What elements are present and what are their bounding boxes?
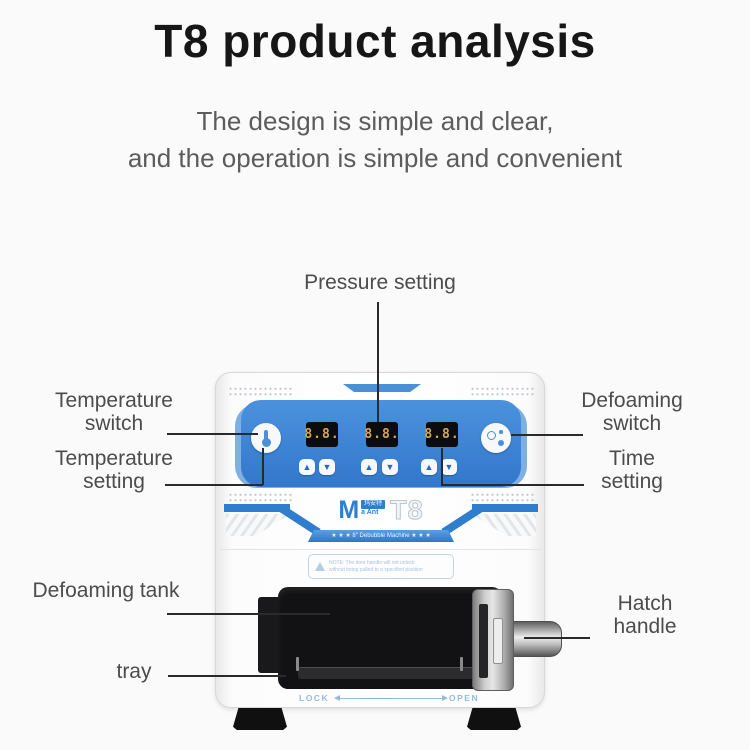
warning-triangle-icon — [315, 562, 325, 571]
temperature-up-button: ▲ — [299, 459, 315, 475]
subtitle-line-1: The design is simple and clear, — [196, 106, 554, 136]
temperature-down-button: ▼ — [319, 459, 335, 475]
pressure-up-button: ▲ — [361, 459, 377, 475]
notice-line-2: without being pulled to a specified posi… — [329, 566, 423, 573]
leader-line-tray — [168, 675, 286, 677]
temperature-display: 8.8. — [304, 422, 339, 447]
defoaming-tank-opening — [278, 587, 502, 689]
pressure-display: 8.8. — [364, 422, 399, 447]
callout-time-setting: Time setting — [601, 447, 663, 493]
lock-label: LOCK — [299, 693, 330, 703]
time-up-button: ▲ — [421, 459, 437, 475]
pressure-down-button: ▼ — [382, 459, 398, 475]
brand-logo: M 玛安特 a Ant T8 — [311, 495, 451, 529]
hatch-handle-knob — [510, 621, 562, 657]
tagline-bar: ★ ★ ★ 8″ Debubble Machine ★ ★ ★ — [308, 530, 454, 542]
temperature-switch-button — [251, 423, 281, 453]
machine-body: 8.8. 8.8. 8.8. ▲ ▼ ▲ ▼ ▲ ▼ — [215, 372, 562, 708]
open-label: OPEN — [449, 693, 480, 703]
leader-line-time-setting-vertical — [441, 448, 443, 485]
callout-pressure-setting: Pressure setting — [304, 271, 456, 294]
lock-open-arrow-icon — [334, 694, 448, 703]
brand-chinese-badge: 玛安特 — [361, 500, 386, 509]
machine-foot-left — [233, 708, 287, 730]
lid-tab — [343, 384, 421, 392]
vent-dots-top-right — [470, 386, 534, 397]
t8-machine-illustration: 8.8. 8.8. 8.8. ▲ ▼ ▲ ▼ ▲ ▼ — [215, 372, 562, 734]
callout-defoaming-switch: Defoaming switch — [581, 389, 683, 435]
page-title: T8 product analysis — [154, 15, 596, 67]
notice-plate: NOTE: The door handle will not unlock wi… — [308, 554, 454, 579]
decor-wing-left — [224, 501, 328, 537]
callout-temperature-switch: Temperature switch — [55, 389, 173, 435]
bubbles-icon — [487, 430, 505, 446]
defoaming-switch-button — [481, 423, 511, 453]
leader-line-defoaming-switch — [511, 434, 583, 436]
leader-line-temperature-setting-vertical — [262, 448, 264, 485]
hatch-hinge-mechanism — [472, 589, 514, 691]
time-display: 8.8. — [424, 422, 459, 447]
vent-dots-bottom-right — [470, 492, 534, 503]
leader-line-hatch-handle — [524, 637, 590, 639]
callout-tray: tray — [116, 660, 152, 683]
brand-letter-m: M — [338, 496, 360, 524]
leader-line-time-setting — [441, 484, 584, 486]
leader-line-temperature-switch — [167, 433, 258, 435]
brand-subtext: a Ant — [361, 509, 379, 516]
callout-hatch-handle: Hatch handle — [613, 592, 677, 638]
subtitle-line-2: and the operation is simple and convenie… — [127, 143, 623, 173]
thermometer-icon — [261, 430, 271, 447]
notice-line-1: NOTE: The door handle will not unlock — [329, 560, 415, 566]
body-seam-line — [220, 549, 542, 550]
leader-line-temperature-setting — [165, 484, 263, 486]
model-name: T8 — [390, 495, 424, 525]
machine-foot-right — [467, 708, 521, 730]
control-panel: 8.8. 8.8. 8.8. ▲ ▼ ▲ ▼ ▲ ▼ — [241, 400, 521, 487]
leader-line-defoaming-tank — [167, 613, 330, 615]
tray-front-lip — [298, 667, 480, 679]
leader-line-pressure — [377, 302, 379, 422]
vent-dots-bottom-left — [228, 492, 292, 503]
callout-temperature-setting: Temperature setting — [55, 447, 173, 493]
time-down-button: ▼ — [441, 459, 457, 475]
page-subtitle: The design is simple and clear, and the … — [0, 103, 750, 177]
vent-dots-top-left — [228, 386, 292, 397]
callout-defoaming-tank: Defoaming tank — [32, 579, 180, 602]
